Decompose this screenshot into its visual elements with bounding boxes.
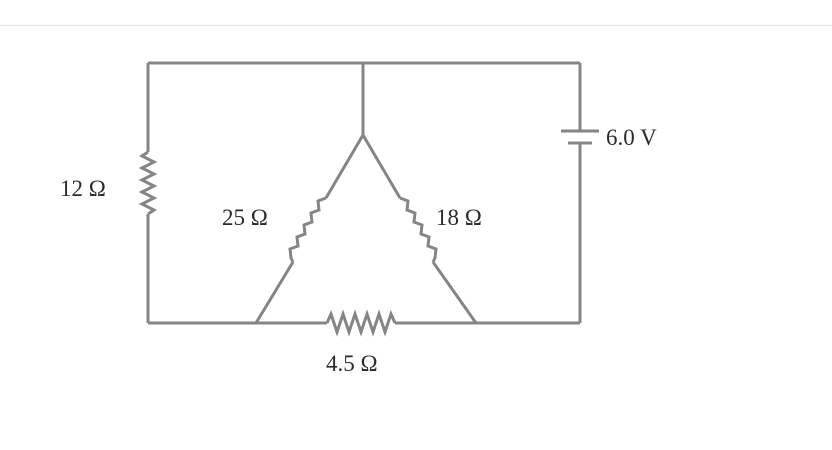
resistor-4-5-ohm xyxy=(325,309,397,337)
delta-right-wire-upper xyxy=(361,134,402,199)
delta-left-wire-upper xyxy=(324,134,365,199)
label-resistor-12-ohm: 12 Ω xyxy=(60,176,106,201)
label-battery-voltage: 6.0 V xyxy=(606,125,657,150)
resistor-18-ohm xyxy=(399,196,438,263)
top-divider xyxy=(0,25,832,26)
label-resistor-18-ohm: 18 Ω xyxy=(436,205,482,230)
resistor-12-ohm xyxy=(138,150,158,216)
label-resistor-25-ohm: 25 Ω xyxy=(222,205,268,230)
delta-right-wire-lower xyxy=(431,261,478,324)
delta-left-wire-lower xyxy=(254,261,295,324)
resistor-25-ohm xyxy=(288,196,327,263)
label-resistor-4-5-ohm: 4.5 Ω xyxy=(326,351,378,376)
